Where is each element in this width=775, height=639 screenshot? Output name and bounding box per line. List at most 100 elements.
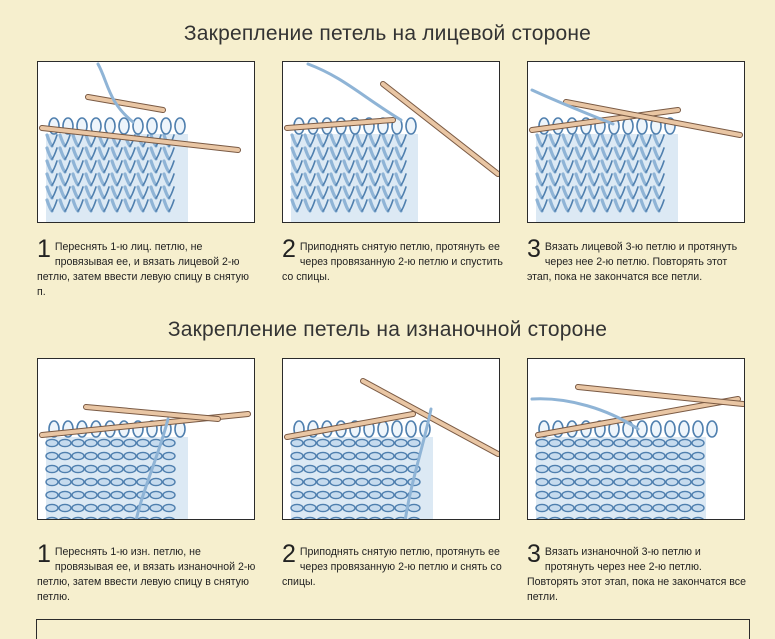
purl-bump (691, 451, 705, 461)
purl-bump (316, 438, 330, 448)
caption-knit-step-2: 2 Приподнять снятую петлю, протянуть ее … (282, 237, 507, 285)
purl-bump (330, 516, 342, 519)
stitch-stroke (567, 186, 574, 199)
stitch-stroke (606, 134, 613, 147)
purl-bump (653, 516, 665, 519)
knitting-illustration (39, 62, 241, 222)
purl-bump (600, 503, 614, 513)
purl-bump (110, 503, 124, 513)
purl-bump (111, 516, 123, 519)
stitch-stroke (645, 173, 652, 186)
stitch-stroke (593, 186, 600, 199)
stitch-stroke (322, 134, 329, 147)
stitch-stroke (168, 186, 175, 199)
knitting-needle (285, 412, 415, 439)
purl-bump (626, 464, 640, 474)
purl-bump (548, 451, 562, 461)
purl-bump (58, 503, 72, 513)
purl-bump (71, 451, 85, 461)
stitch-stroke (296, 134, 303, 147)
stitch-stroke (77, 199, 84, 212)
stitch-stroke (51, 147, 58, 160)
knitted-fabric (290, 437, 433, 519)
needle-loop (664, 420, 676, 438)
stitch-stroke (400, 134, 407, 147)
purl-bump (535, 438, 549, 448)
purl-bump (45, 503, 59, 513)
stitch-stroke (361, 173, 368, 186)
purl-bump (45, 477, 59, 487)
purl-bump (329, 438, 343, 448)
stitch-stroke (77, 173, 84, 186)
illustration-purl-step-1 (37, 358, 255, 520)
stitch-stroke (361, 186, 368, 199)
purl-bump (574, 477, 588, 487)
purl-bump (613, 477, 627, 487)
purl-bump (342, 490, 356, 500)
step-text: Переснять 1-ю лиц. петлю, не провязывая … (37, 241, 249, 298)
purl-bump (45, 464, 59, 474)
caption-purl-step-1: 1 Переснять 1-ю изн. петлю, не провязыва… (37, 542, 259, 605)
stitch-stroke (593, 160, 600, 173)
purl-bump (123, 477, 137, 487)
purl-bump (665, 438, 679, 448)
purl-bump (342, 503, 356, 513)
stitch-stroke (632, 160, 639, 173)
stitch-stroke (541, 186, 548, 199)
section-title-purl-side: Закрепление петель на изнаночной стороне (167, 318, 608, 341)
needle-loop (636, 117, 648, 135)
purl-bump (652, 490, 666, 500)
purl-bump (588, 516, 600, 519)
stitch-stroke (632, 199, 639, 212)
purl-bump (678, 477, 692, 487)
stitch-stroke (593, 147, 600, 160)
purl-bump (84, 464, 98, 474)
purl-bump (110, 451, 124, 461)
purl-bump (84, 438, 98, 448)
purl-bump (587, 503, 601, 513)
purl-bump (665, 464, 679, 474)
purl-bump (535, 503, 549, 513)
purl-bump (548, 438, 562, 448)
stitch-stroke (400, 160, 407, 173)
purl-bump (678, 451, 692, 461)
stitch-stroke (361, 199, 368, 212)
purl-bump (535, 451, 549, 461)
purl-bump (123, 503, 137, 513)
purl-bump (587, 438, 601, 448)
purl-bump (149, 477, 163, 487)
stitch-stroke (658, 199, 665, 212)
purl-bump (316, 490, 330, 500)
purl-bump (290, 464, 304, 474)
illustration-purl-step-2 (282, 358, 500, 520)
purl-bump (110, 477, 124, 487)
needle-loop (391, 420, 403, 438)
purl-bump (600, 438, 614, 448)
stitch-stroke (168, 147, 175, 160)
knitting-needle (536, 397, 740, 437)
knitted-fabric (535, 133, 678, 222)
purl-bump (381, 438, 395, 448)
purl-bump (561, 477, 575, 487)
stitch-stroke (632, 147, 639, 160)
purl-bump (678, 438, 692, 448)
stitch-stroke (619, 186, 626, 199)
stitch-stroke (361, 134, 368, 147)
purl-bump (369, 516, 381, 519)
step-number: 1 (37, 235, 51, 263)
stitch-stroke (90, 173, 97, 186)
section-title-knit-side: Закрепление петель на лицевой стороне (183, 22, 592, 45)
stitch-stroke (90, 147, 97, 160)
knitted-fabric (45, 437, 188, 519)
purl-bump (665, 503, 679, 513)
purl-bump (613, 451, 627, 461)
purl-bump (355, 503, 369, 513)
caption-purl-step-3: 3 Вязать изнаночной 3-ю петлю и протянут… (527, 540, 752, 605)
stitch-stroke (296, 147, 303, 160)
stitch-stroke (51, 134, 58, 147)
stitch-stroke (103, 160, 110, 173)
step-number: 3 (527, 540, 541, 568)
stitch-stroke (348, 186, 355, 199)
purl-bump (45, 451, 59, 461)
stitch-stroke (361, 147, 368, 160)
